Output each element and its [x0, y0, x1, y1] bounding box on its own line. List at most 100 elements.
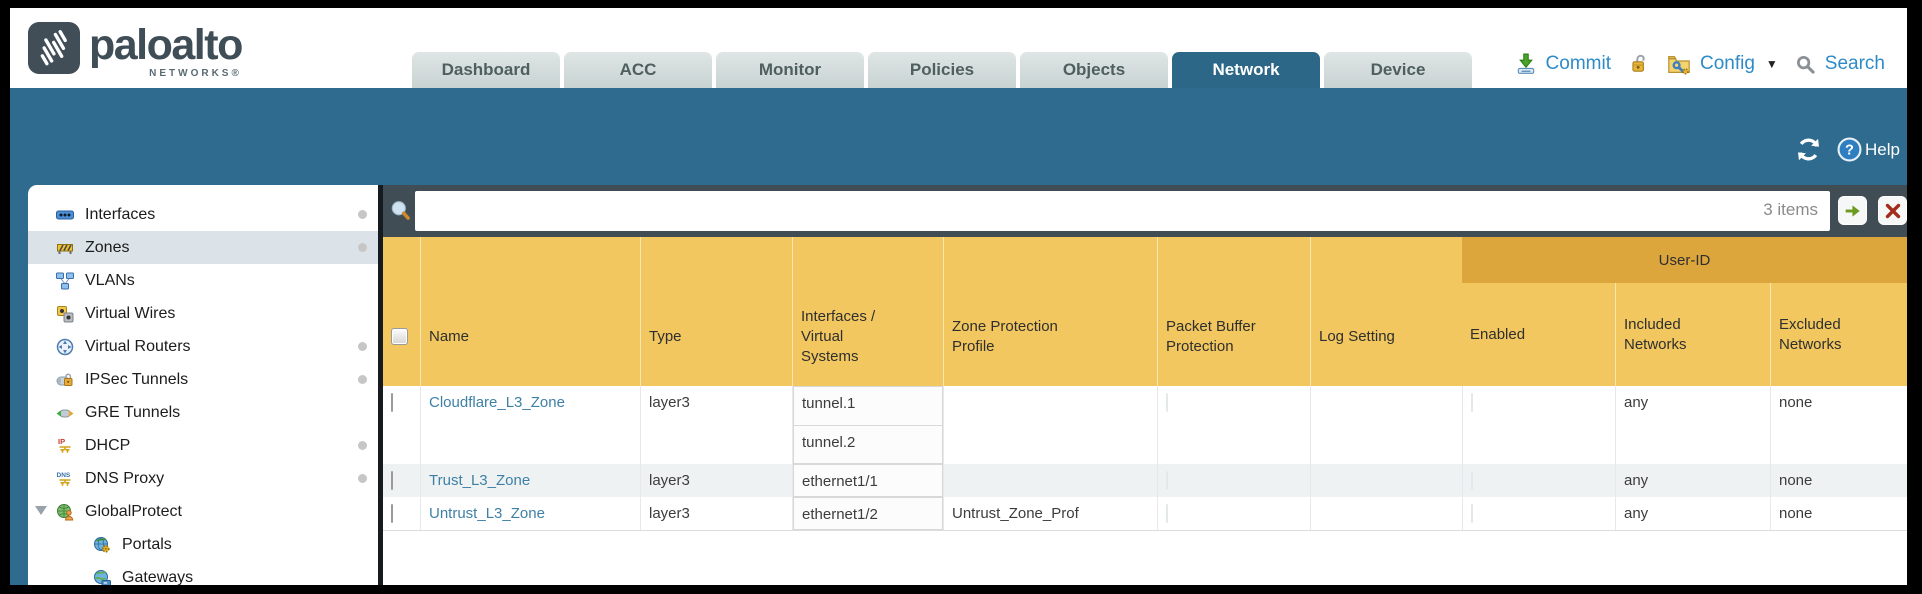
zones-content: 3 items Name Type Interfaces / Virtual S… [383, 185, 1907, 585]
interface-entry: ethernet1/2 [793, 497, 943, 530]
packet-buffer-checkbox[interactable] [1166, 471, 1168, 490]
user-id-group-header: User-ID [1462, 237, 1907, 283]
row-checkbox[interactable] [391, 504, 393, 523]
zone-type-cell: layer3 [640, 464, 792, 497]
interface-entry: tunnel.2 [793, 424, 943, 464]
select-all-checkbox[interactable] [391, 328, 408, 345]
sidebar-item-virtual-routers[interactable]: Virtual Routers [28, 330, 378, 363]
filter-search-input[interactable] [415, 191, 1830, 231]
brand-wordmark: paloalto [89, 21, 243, 69]
user-id-enabled-checkbox[interactable] [1471, 504, 1473, 523]
config-button[interactable]: Config [1699, 53, 1755, 74]
sidebar-item-label: IPSec Tunnels [85, 370, 189, 388]
globalprotect-icon [55, 502, 76, 521]
row-checkbox[interactable] [391, 393, 393, 412]
log-setting-cell [1310, 386, 1462, 464]
gre-tunnels-icon [55, 403, 76, 422]
sidebar-item-virtual-wires[interactable]: Virtual Wires [28, 297, 378, 330]
log-setting-cell [1310, 497, 1462, 530]
sidebar-item-zones[interactable]: Zones [28, 231, 378, 264]
tab-monitor[interactable]: Monitor [716, 52, 864, 88]
lock-icon[interactable] [1628, 53, 1650, 75]
sidebar-item-gateways[interactable]: Gateways [28, 561, 378, 585]
packet-buffer-checkbox[interactable] [1166, 393, 1168, 412]
sidebar-item-label: Gateways [122, 568, 194, 586]
excluded-networks-cell: none [1770, 464, 1907, 497]
table-row: Cloudflare_L3_Zone layer3 tunnel.1 tunne… [383, 386, 1907, 464]
ipsec-tunnels-icon [55, 370, 76, 389]
content-header-tools: ? Help [1795, 136, 1900, 163]
interfaces-icon [55, 205, 76, 224]
status-dot [358, 474, 367, 483]
zone-interfaces-cell: ethernet1/2 [792, 497, 943, 530]
clear-filter-button[interactable] [1878, 196, 1907, 225]
column-header-packet-buffer[interactable]: Packet Buffer Protection [1157, 237, 1310, 386]
column-header-included-networks[interactable]: Included Networks [1615, 283, 1770, 386]
included-networks-cell: any [1615, 386, 1770, 464]
commit-button[interactable]: Commit [1545, 53, 1611, 74]
zone-type-cell: layer3 [640, 386, 792, 464]
network-sidebar: Interfaces Zones VLANs Virtual Wires [28, 185, 378, 585]
svg-text:DNS: DNS [57, 472, 71, 479]
sidebar-item-ipsec-tunnels[interactable]: IPSec Tunnels [28, 363, 378, 396]
sidebar-item-label: DNS Proxy [85, 469, 165, 487]
zone-type-cell: layer3 [640, 497, 792, 530]
column-header-log-setting[interactable]: Log Setting [1310, 237, 1462, 386]
search-icon [1795, 54, 1816, 75]
column-header-name[interactable]: Name [420, 237, 640, 386]
tab-device[interactable]: Device [1324, 52, 1472, 88]
search-button[interactable]: Search [1824, 53, 1885, 74]
sidebar-item-label: Interfaces [85, 205, 156, 223]
tab-acc[interactable]: ACC [564, 52, 712, 88]
interface-entry: ethernet1/1 [793, 464, 943, 497]
packet-buffer-checkbox[interactable] [1166, 504, 1168, 523]
tab-objects[interactable]: Objects [1020, 52, 1168, 88]
tab-policies[interactable]: Policies [868, 52, 1016, 88]
help-button[interactable]: ? Help [1837, 137, 1900, 162]
dhcp-icon: IP [55, 436, 76, 455]
sidebar-item-interfaces[interactable]: Interfaces [28, 198, 378, 231]
config-dropdown-caret-icon[interactable]: ▼ [1765, 57, 1778, 71]
svg-text:?: ? [1845, 143, 1854, 159]
virtual-routers-icon [55, 337, 76, 356]
zone-name-link[interactable]: Cloudflare_L3_Zone [429, 394, 565, 411]
user-id-enabled-checkbox[interactable] [1471, 393, 1473, 412]
user-id-enabled-checkbox[interactable] [1471, 471, 1473, 490]
column-header-enabled[interactable]: Enabled [1470, 325, 1526, 343]
filter-toolbar: 3 items [383, 185, 1907, 237]
status-dot [358, 342, 367, 351]
zone-name-link[interactable]: Trust_L3_Zone [429, 472, 531, 489]
app-window: paloalto NETWORKS® Dashboard ACC Monitor… [10, 8, 1907, 585]
column-header-zone-protection[interactable]: Zone Protection Profile [943, 237, 1157, 386]
status-dot [358, 210, 367, 219]
tab-dashboard[interactable]: Dashboard [412, 52, 560, 88]
zone-interfaces-cell: tunnel.1 tunnel.2 [792, 386, 943, 464]
filter-search-field: 3 items [415, 191, 1830, 231]
refresh-icon[interactable] [1795, 136, 1822, 163]
global-actions: Commit Config ▼ [1515, 52, 1885, 76]
zone-name-link[interactable]: Untrust_L3_Zone [429, 505, 545, 522]
help-label: Help [1865, 139, 1900, 159]
sidebar-item-dhcp[interactable]: IP DHCP [28, 429, 378, 462]
included-networks-cell: any [1615, 464, 1770, 497]
sidebar-item-vlans[interactable]: VLANs [28, 264, 378, 297]
sidebar-item-label: Virtual Wires [85, 304, 176, 322]
sidebar-item-dns-proxy[interactable]: DNS DNS Proxy [28, 462, 378, 495]
sidebar-item-globalprotect[interactable]: GlobalProtect [28, 495, 378, 528]
row-checkbox[interactable] [391, 471, 393, 490]
collapse-triangle-icon[interactable] [35, 506, 47, 515]
sidebar-item-label: GRE Tunnels [85, 403, 181, 421]
apply-filter-button[interactable] [1838, 196, 1867, 225]
vlans-icon [55, 271, 76, 290]
column-header-interfaces[interactable]: Interfaces / Virtual Systems [792, 237, 943, 386]
column-header-type[interactable]: Type [640, 237, 792, 386]
sidebar-item-label: Zones [85, 238, 130, 256]
tab-network[interactable]: Network [1172, 52, 1320, 88]
sidebar-item-portals[interactable]: Portals [28, 528, 378, 561]
portals-icon [92, 535, 113, 554]
top-bar: paloalto NETWORKS® Dashboard ACC Monitor… [10, 8, 1907, 88]
column-header-excluded-networks[interactable]: Excluded Networks [1770, 283, 1907, 386]
zones-icon [55, 238, 76, 257]
paloalto-logo-icon [28, 22, 80, 74]
sidebar-item-gre-tunnels[interactable]: GRE Tunnels [28, 396, 378, 429]
